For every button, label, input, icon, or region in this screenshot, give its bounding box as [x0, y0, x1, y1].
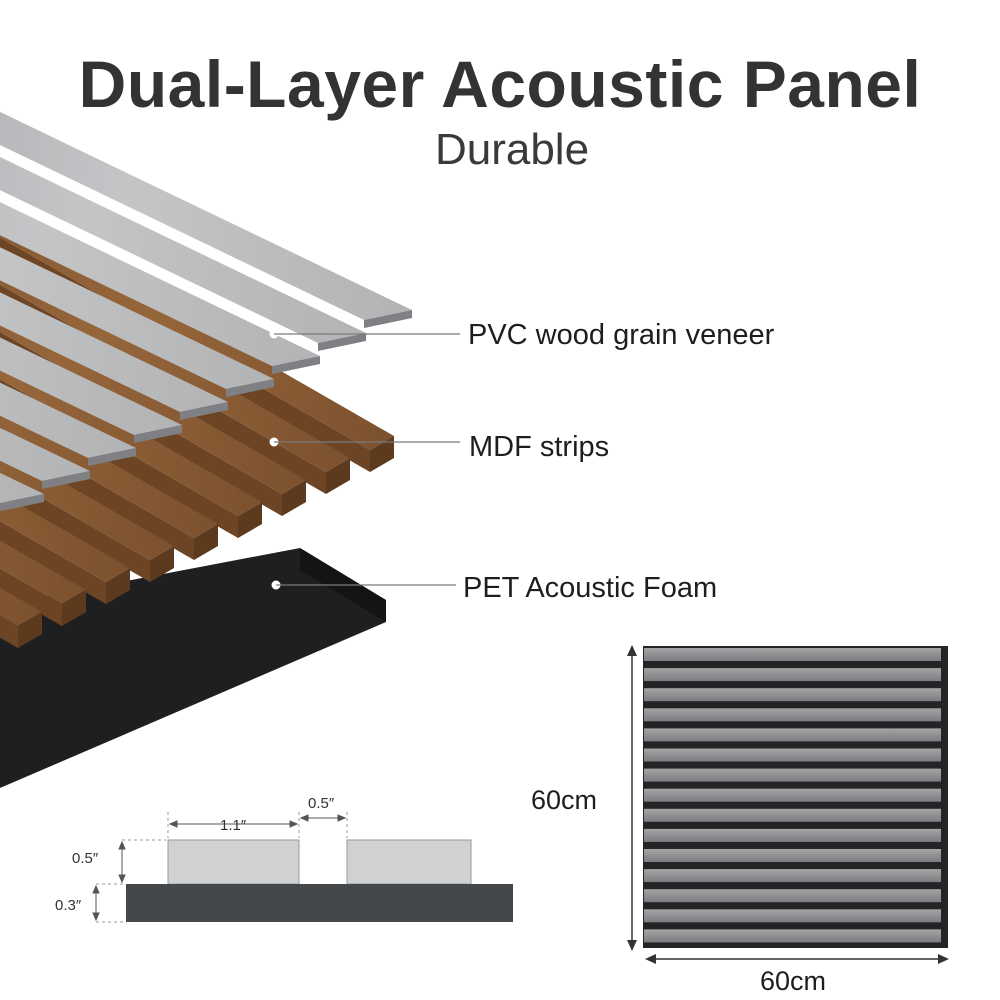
veneer-strip-top: [0, 472, 44, 504]
mdf-strip-end: [370, 436, 394, 472]
strip-width-label: 1.1″: [220, 817, 247, 834]
strip-height-label: 0.5″: [72, 850, 99, 867]
mdf-strip-end: [326, 458, 350, 494]
panel-strip: [644, 648, 941, 661]
veneer-strip-top: [0, 247, 274, 389]
veneer-strip-end: [134, 425, 182, 443]
panel-strip: [644, 728, 941, 742]
panel-strip: [644, 849, 941, 862]
veneer-strip-top: [0, 111, 412, 320]
cross-section-strip-left: [167, 839, 300, 885]
panel-strip: [644, 808, 941, 822]
panel-strip: [644, 889, 941, 903]
mdf-strip-side: [0, 521, 106, 604]
mdf-strip-side: [0, 568, 62, 626]
pvc-veneer-layer: [0, 111, 412, 512]
mdf-strip-end: [194, 524, 218, 560]
page-title: Dual-Layer Acoustic Panel: [78, 47, 922, 121]
panel-width-label: 60cm: [760, 966, 827, 996]
panel-strip: [644, 929, 941, 943]
veneer-strip-top: [0, 157, 366, 343]
panel-strip: [644, 668, 941, 682]
finished-panel: [627, 645, 949, 964]
mdf-strip-end: [106, 568, 130, 604]
veneer-strip-end: [226, 379, 274, 397]
label-mdf-strips: MDF strips: [469, 431, 610, 463]
cross-section-strip-right: [346, 839, 472, 885]
veneer-strip-end: [364, 310, 412, 328]
label-pvc-veneer: PVC wood grain veneer: [468, 319, 775, 351]
panel-height-label: 60cm: [531, 785, 598, 815]
veneer-strip-end: [318, 333, 366, 351]
panel-strip: [644, 708, 941, 722]
veneer-strip-end: [0, 494, 44, 512]
veneer-strip-top: [0, 337, 182, 435]
mdf-strip-top: [0, 587, 42, 626]
base-height-label: 0.3″: [55, 897, 82, 914]
panel-strip: [644, 688, 941, 702]
cross-section-base: [126, 884, 513, 922]
height-arrow-top: [627, 645, 637, 656]
veneer-strip-end: [88, 448, 136, 466]
mdf-strip-top: [0, 493, 130, 582]
mdf-strip-top: [0, 540, 86, 604]
panel-strip: [644, 788, 941, 802]
veneer-strip-end: [272, 356, 320, 374]
veneer-strip-end: [42, 471, 90, 489]
veneer-strip-end: [180, 402, 228, 420]
height-arrow-bottom: [627, 940, 637, 951]
page-subtitle: Durable: [434, 125, 590, 174]
cross-section-diagram: 1.1″ 0.5″ 0.5″ 0.3″: [55, 795, 513, 923]
panel-strips: [644, 648, 941, 943]
gap-width-label: 0.5″: [308, 795, 335, 812]
mdf-strip-end: [238, 502, 262, 538]
label-pet-foam: PET Acoustic Foam: [463, 572, 718, 604]
mdf-strip-end: [18, 612, 42, 648]
panel-strip: [644, 748, 941, 762]
panel-strip: [644, 768, 941, 782]
mdf-strip-side: [0, 615, 18, 648]
panel-strip: [644, 909, 941, 923]
veneer-strip-top: [0, 292, 228, 412]
veneer-strip-top: [0, 427, 90, 481]
mdf-strip-end: [282, 480, 306, 516]
leader-lines: [269, 329, 460, 590]
mdf-strip-end: [150, 546, 174, 582]
mdf-strip-end: [62, 590, 86, 626]
panel-strip: [644, 828, 941, 842]
width-arrow-right: [938, 954, 949, 964]
width-arrow-left: [645, 954, 656, 964]
veneer-strip-top: [0, 202, 320, 366]
panel-strip: [644, 869, 941, 883]
veneer-strip-top: [0, 382, 136, 458]
